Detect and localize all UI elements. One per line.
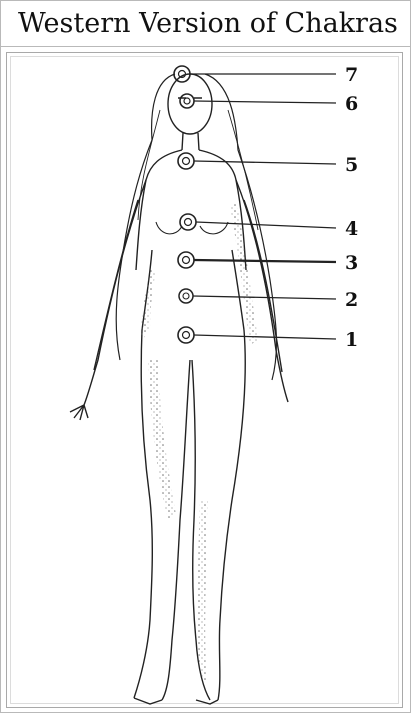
chakra-7: 7 <box>174 64 358 86</box>
chakra-1-label: 1 <box>345 329 358 351</box>
chakra-3-leader-line <box>194 260 336 262</box>
chakra-5-leader-line <box>194 161 336 164</box>
chakra-5-label: 5 <box>345 154 358 176</box>
chakra-4: 4 <box>180 214 358 240</box>
chakra-7-label: 7 <box>345 64 358 86</box>
chakra-2-leader-line <box>193 296 336 299</box>
chakra-1-spiral-icon <box>178 327 194 343</box>
chakra-1: 1 <box>178 327 358 351</box>
chakra-1-leader-line <box>194 335 336 339</box>
chakra-6: 6 <box>180 93 358 115</box>
chakra-5-spiral-icon <box>178 153 194 169</box>
chakra-3-spiral-icon <box>178 252 194 268</box>
chakra-2-label: 2 <box>345 289 358 311</box>
chakra-4-label: 4 <box>345 218 358 240</box>
chakra-3-label: 3 <box>345 252 358 274</box>
chakra-4-spiral-icon <box>180 214 196 230</box>
chakra-4-leader-line <box>196 222 336 228</box>
chakra-5: 5 <box>178 153 358 176</box>
chakra-6-label: 6 <box>345 93 358 115</box>
human-figure-illustration <box>70 74 288 704</box>
chakra-6-spiral-icon <box>180 94 194 108</box>
chakra-markers: 7 6 5 4 3 2 <box>174 64 358 351</box>
chakra-6-leader-line <box>194 101 336 103</box>
chakra-2-spiral-icon <box>179 289 193 303</box>
